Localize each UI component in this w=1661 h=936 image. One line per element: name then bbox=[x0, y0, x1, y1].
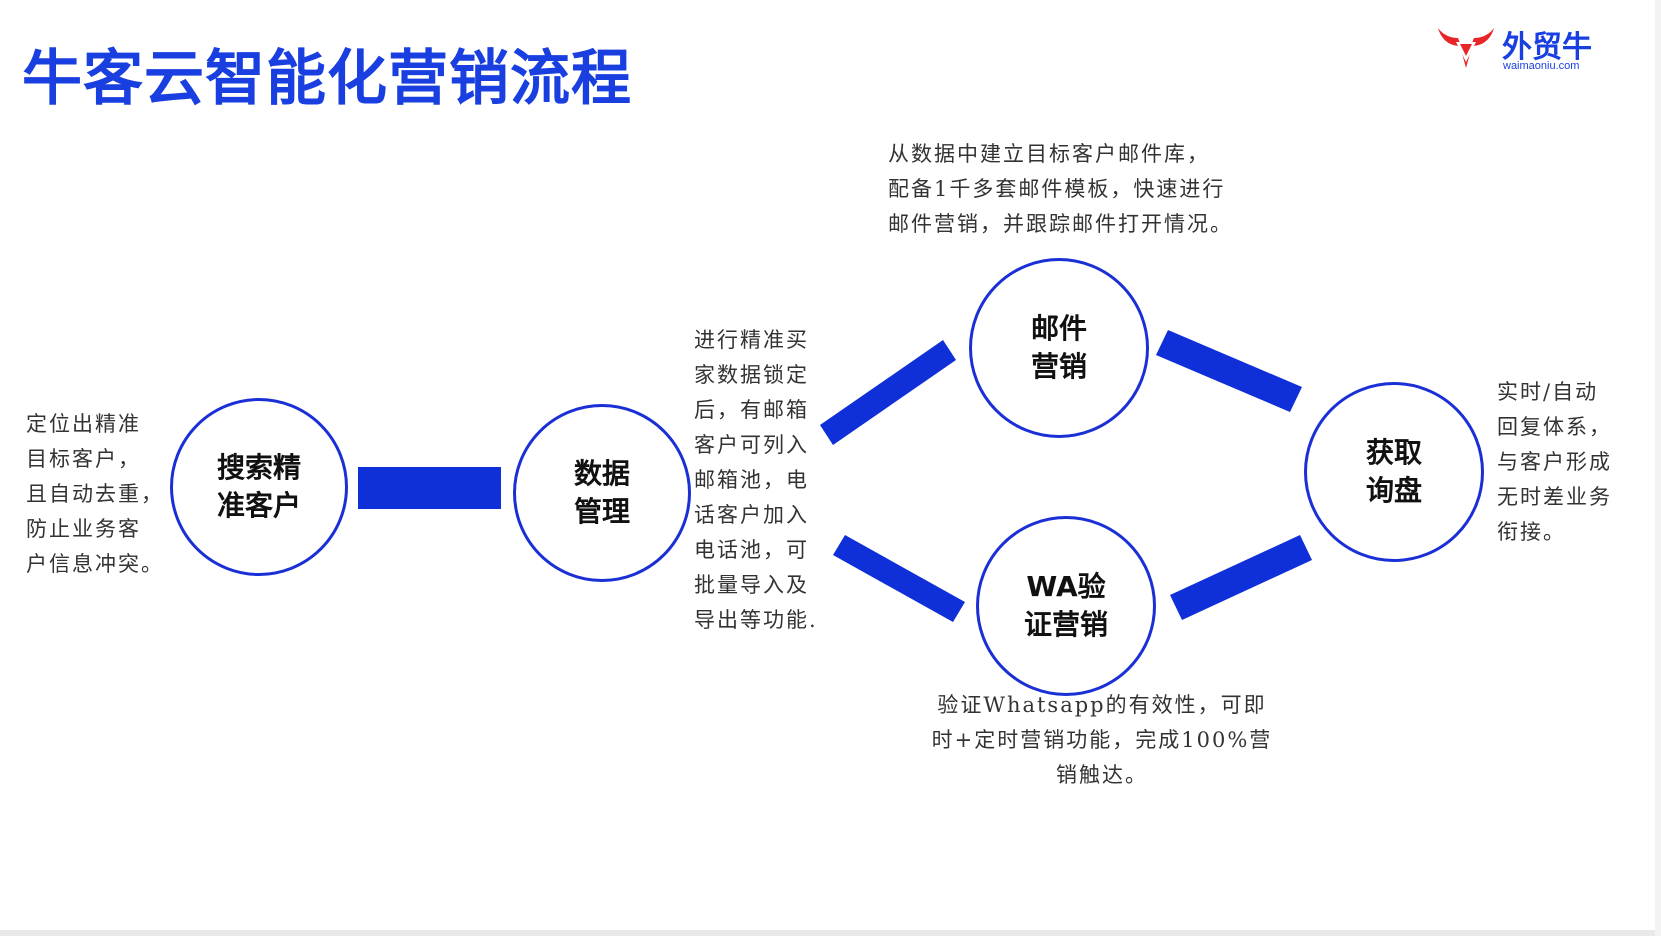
note-email: 从数据中建立目标客户邮件库， 配备1千多套邮件模板，快速进行 邮件营销，并跟踪邮… bbox=[888, 142, 1233, 236]
node-search-customers: 搜索精 准客户 bbox=[170, 398, 348, 576]
connector-search-data bbox=[358, 467, 501, 509]
connector-wa-inquiry bbox=[1170, 535, 1312, 620]
bottom-border bbox=[0, 930, 1661, 936]
logo-text: 外贸牛 bbox=[1502, 30, 1592, 65]
node-label: WA验 证营销 bbox=[1023, 570, 1108, 641]
node-label: 邮件 营销 bbox=[1030, 312, 1087, 383]
note-wa: 验证Whatsapp的有效性，可即 时+定时营销功能，完成100%营 销触达。 bbox=[931, 693, 1273, 787]
logo-subtext: waimaoniu.com bbox=[1503, 60, 1580, 72]
node-label: 搜索精 准客户 bbox=[216, 451, 301, 522]
node-get-inquiry: 获取 询盘 bbox=[1304, 382, 1484, 562]
node-wa-marketing: WA验 证营销 bbox=[976, 516, 1156, 696]
connector-data-wa bbox=[833, 535, 965, 622]
note-search: 定位出精准 目标客户， 且自动去重， 防止业务客 户信息冲突。 bbox=[26, 412, 164, 576]
page-title: 牛客云智能化营销流程 bbox=[22, 44, 632, 114]
right-border bbox=[1655, 0, 1661, 936]
node-email-marketing: 邮件 营销 bbox=[969, 258, 1149, 438]
node-label: 数据 管理 bbox=[573, 457, 630, 528]
connector-data-email bbox=[820, 340, 956, 445]
node-data-management: 数据 管理 bbox=[513, 404, 691, 582]
note-inquiry: 实时/自动 回复体系， 与客户形成 无时差业务 衔接。 bbox=[1497, 380, 1612, 544]
note-data-management: 进行精准买 家数据锁定 后，有邮箱 客户可列入 邮箱池，电 话客户加入 电话池，… bbox=[694, 328, 818, 632]
connector-email-inquiry bbox=[1156, 330, 1302, 412]
bull-logo-icon bbox=[1438, 28, 1494, 68]
node-label: 获取 询盘 bbox=[1365, 436, 1422, 507]
